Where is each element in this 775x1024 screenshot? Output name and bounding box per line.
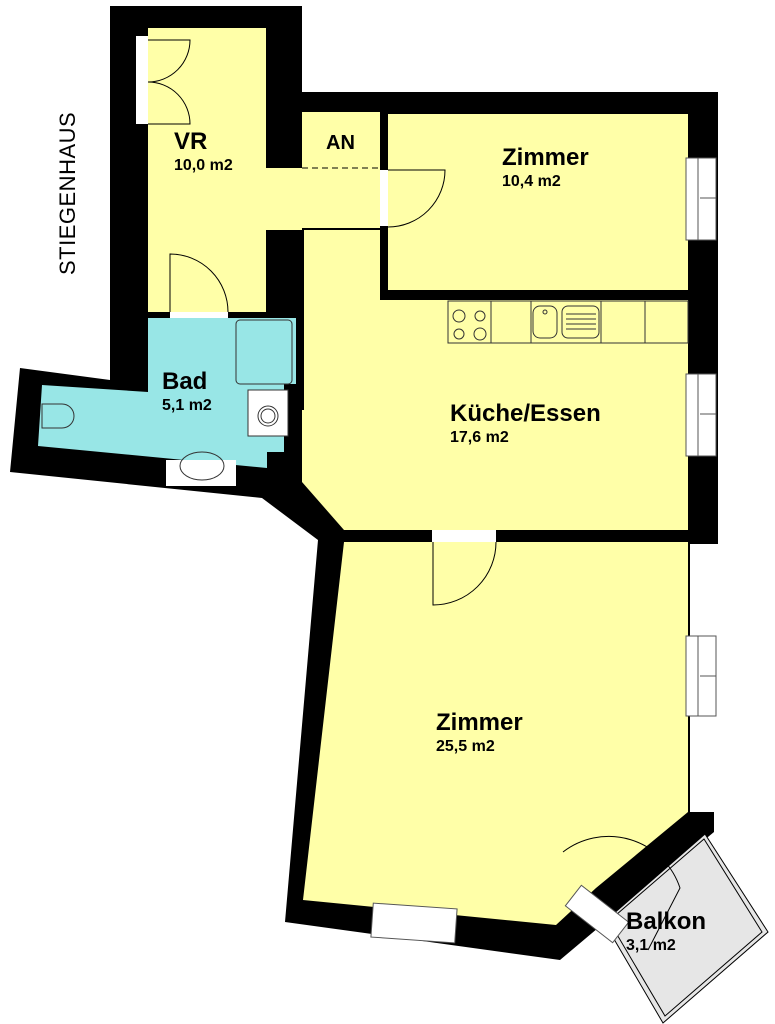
room-fill-vr	[148, 28, 380, 312]
balcony-slab	[603, 833, 769, 1024]
room-fill-zimmer1	[388, 114, 688, 290]
room-area: 10,4 m2	[502, 173, 561, 190]
room-label-an[interactable]: AN	[326, 133, 355, 153]
room-area: 5,1 m2	[162, 397, 212, 414]
room-label-zimmer-2[interactable]: Zimmer 25,5 m2	[436, 711, 523, 755]
room-name: Zimmer	[502, 144, 589, 171]
room-area: 17,6 m2	[450, 429, 509, 446]
entrance-arrow-icon	[122, 68, 136, 96]
sink-icon	[532, 305, 558, 339]
shower-tray-icon	[235, 319, 293, 385]
room-area: 10,0 m2	[174, 157, 233, 174]
room-label-kueche[interactable]: Küche/Essen 17,6 m2	[450, 402, 601, 446]
room-label-zimmer-1[interactable]: Zimmer 10,4 m2	[502, 146, 589, 190]
room-name: Zimmer	[436, 709, 523, 736]
staircase-label: STIEGENHAUS	[55, 111, 80, 275]
bath-fixtures	[41, 319, 293, 486]
room-fills	[38, 28, 688, 925]
room-name: AN	[326, 132, 355, 154]
room-area: 25,5 m2	[436, 738, 495, 755]
drainboard-icon	[561, 305, 600, 339]
window-mullions	[697, 158, 716, 716]
toilet-icon	[41, 403, 75, 429]
kitchen-counter	[447, 300, 689, 344]
room-label-balkon[interactable]: Balkon 3,1 m2	[626, 910, 706, 954]
room-area: 3,1 m2	[626, 937, 676, 954]
room-name: Balkon	[626, 908, 707, 935]
room-label-vr[interactable]: VR 10,0 m2	[174, 130, 233, 174]
room-name: VR	[174, 128, 208, 155]
room-fill-bad	[38, 318, 296, 468]
openings	[136, 36, 496, 542]
stove-burner-icon	[452, 309, 466, 323]
bidet-icon	[179, 451, 225, 481]
room-label-bad[interactable]: Bad 5,1 m2	[162, 370, 212, 414]
room-name: Bad	[162, 368, 208, 395]
washbasin-icon	[257, 405, 279, 427]
room-name: Küche/Essen	[450, 400, 601, 427]
room-fill-kueche	[302, 230, 688, 530]
door-swings	[147, 39, 681, 951]
room-fill-zimmer2	[303, 542, 688, 925]
